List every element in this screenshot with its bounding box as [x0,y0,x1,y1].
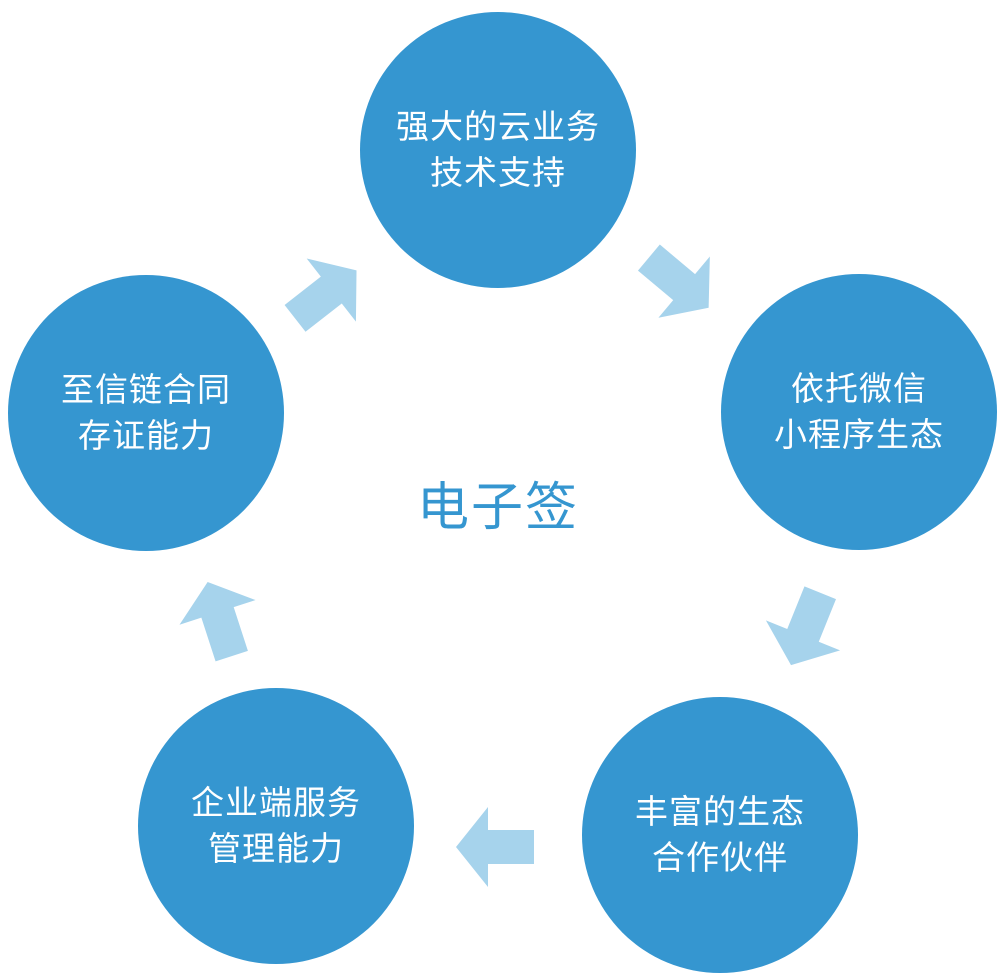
node-contract-evidence: 至信链合同 存证能力 [8,275,284,551]
node-label-line1: 至信链合同 [61,370,231,409]
node-ecosystem-partners: 丰富的生态 合作伙伴 [582,697,858,973]
node-label-line2: 管理能力 [208,829,344,868]
node-label-line2: 技术支持 [430,153,566,192]
node-cloud-support: 强大的云业务 技术支持 [360,12,636,288]
node-label-line1: 丰富的生态 [635,792,805,831]
node-label-line1: 强大的云业务 [396,107,600,146]
node-enterprise-management: 企业端服务 管理能力 [138,688,414,964]
node-wechat-miniprogram: 依托微信 小程序生态 [721,274,997,550]
node-label-line2: 合作伙伴 [652,838,788,877]
center-title: 电子签 [416,478,579,538]
arrow-right-to-bottom-right [753,577,858,681]
node-label-line1: 企业端服务 [191,783,361,822]
node-label-line1: 依托微信 [791,369,927,408]
arrow-top-to-right [623,226,735,339]
arrow-bottom-right-to-bottom-left [456,807,534,887]
node-label-line2: 小程序生态 [774,415,944,454]
arrow-left-to-top [270,238,382,350]
node-label-line2: 存证能力 [78,416,214,455]
arrow-bottom-left-to-left [169,569,270,669]
